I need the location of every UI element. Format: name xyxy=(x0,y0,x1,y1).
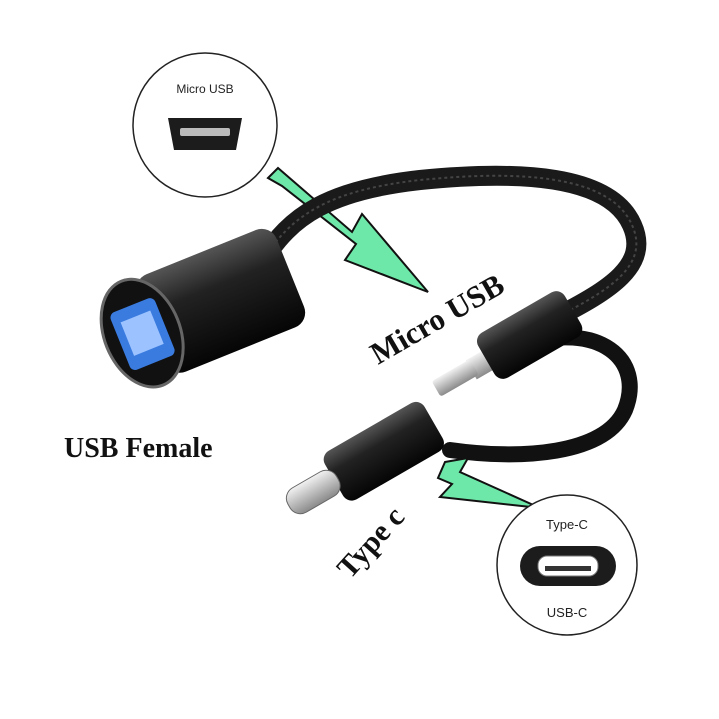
type-c-callout: Type-C USB-C xyxy=(496,494,638,636)
type-c-label: Type c xyxy=(331,500,411,584)
micro-usb-plug xyxy=(432,291,583,396)
braided-cable-texture xyxy=(261,174,638,319)
flat-cable-loop xyxy=(442,329,638,463)
micro-usb-callout: Micro USB xyxy=(132,52,278,198)
type-c-plug xyxy=(285,401,444,515)
arrow-to-type-c xyxy=(436,456,541,509)
type-c-callout-title: Type-C xyxy=(546,517,588,532)
micro-usb-callout-title: Micro USB xyxy=(176,82,233,96)
usb-female-connector xyxy=(99,228,306,389)
usb-female-label: USB Female xyxy=(64,433,213,464)
micro-usb-port-tongue xyxy=(180,128,230,136)
type-c-callout-caption: USB-C xyxy=(547,605,587,620)
